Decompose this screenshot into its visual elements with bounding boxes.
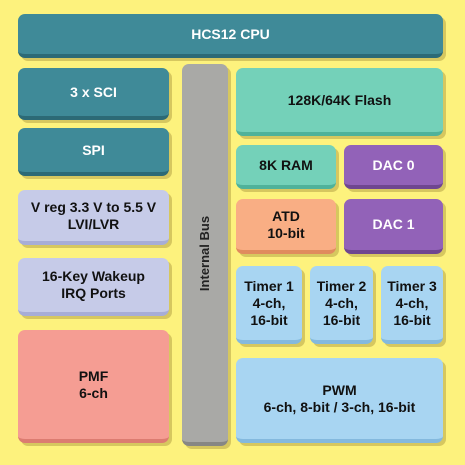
timer3-line-3: 16-bit <box>393 311 431 328</box>
spi-block: SPI <box>18 128 169 176</box>
dac1-label: DAC 1 <box>372 216 415 232</box>
ram-label: 8K RAM <box>259 156 313 173</box>
ram-block: 8K RAM <box>236 145 336 189</box>
cpu-label: HCS12 CPU <box>191 25 270 42</box>
timer2-line-2: 4-ch, <box>325 294 358 311</box>
internal-bus-label: Internal Bus <box>197 215 213 291</box>
vreg-line-2: LVI/LVR <box>67 215 120 232</box>
pmf-line-2: 6-ch <box>79 384 108 401</box>
flash-label: 128K/64K Flash <box>287 91 392 108</box>
cpu-block: HCS12 CPU <box>18 14 443 58</box>
timer1-line-1: Timer 1 <box>244 277 294 294</box>
timer1-line-2: 4-ch, <box>252 294 286 311</box>
pwm-block: PWM 6-ch, 8-bit / 3-ch, 16-bit <box>236 358 443 443</box>
sci-label: 3 x SCI <box>70 83 117 100</box>
voltage-regulator-block: V reg 3.3 V to 5.5 V LVI/LVR <box>18 190 169 245</box>
timer1-block: Timer 1 4-ch, 16-bit <box>236 266 302 344</box>
wakeup-line-1: 16-Key Wakeup <box>42 268 145 284</box>
sci-block: 3 x SCI <box>18 68 169 120</box>
timer1-line-3: 16-bit <box>250 311 288 328</box>
timer2-block: Timer 2 4-ch, 16-bit <box>310 266 373 344</box>
dac0-block: DAC 0 <box>344 145 443 189</box>
timer2-line-1: Timer 2 <box>316 277 367 294</box>
vreg-line-1: V reg 3.3 V to 5.5 V <box>30 198 157 215</box>
dac1-block: DAC 1 <box>344 199 443 254</box>
pwm-line-1: PWM <box>322 381 357 398</box>
timer2-line-3: 16-bit <box>322 311 361 328</box>
timer3-block: Timer 3 4-ch, 16-bit <box>381 266 443 344</box>
dac0-label: DAC 0 <box>372 156 415 173</box>
wakeup-block: 16-Key Wakeup IRQ Ports <box>18 258 169 316</box>
internal-bus: Internal Bus <box>182 64 228 446</box>
pmf-block: PMF 6-ch <box>18 330 169 443</box>
timer3-line-2: 4-ch, <box>395 294 429 311</box>
atd-line-1: ATD <box>272 207 300 224</box>
atd-block: ATD 10-bit <box>236 199 336 254</box>
atd-line-2: 10-bit <box>267 224 305 241</box>
pmf-line-1: PMF <box>78 367 109 384</box>
flash-block: 128K/64K Flash <box>236 68 443 136</box>
pwm-line-2: 6-ch, 8-bit / 3-ch, 16-bit <box>263 398 416 415</box>
timer3-line-1: Timer 3 <box>387 277 437 294</box>
wakeup-line-2: IRQ Ports <box>61 285 126 301</box>
spi-label: SPI <box>82 141 105 158</box>
